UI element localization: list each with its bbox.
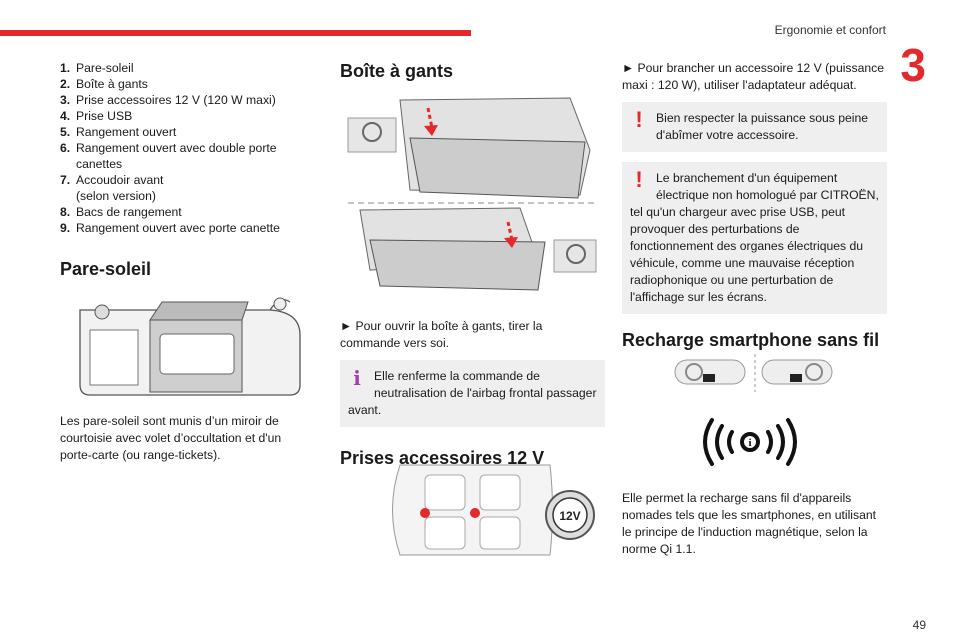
column-2: Boîte à gants [340, 60, 605, 82]
glovebox-heading: Boîte à gants [340, 61, 454, 81]
column-3: ► Pour brancher un accessoire 12 V (puis… [622, 60, 887, 352]
svg-text:i: i [748, 437, 751, 449]
socket-label: 12V [559, 509, 580, 523]
column-1: 1.Pare-soleil 2.Boîte à gants 3.Prise ac… [60, 60, 310, 280]
wireless-illustration: i [674, 354, 833, 466]
sunvisor-heading: Pare-soleil [60, 259, 152, 279]
component-list: 1.Pare-soleil 2.Boîte à gants 3.Prise ac… [60, 60, 310, 236]
sunvisor-illustration [79, 297, 301, 396]
list-item: 5.Rangement ouvert [60, 125, 177, 139]
wireless-description: Elle permet la recharge sans fil d'appar… [622, 491, 877, 556]
warning-note-equipment: ! Le branchement d'un équipement électri… [622, 162, 887, 314]
sockets-heading: Prises accessoires 12 V [340, 448, 545, 468]
wireless-heading: Recharge smartphone sans fil [622, 330, 880, 350]
chapter-number: 3 [900, 39, 926, 91]
warning-icon: ! [635, 167, 643, 192]
warning-note-power: ! Bien respecter la puissance sous peine… [622, 102, 887, 152]
socket-illustration: 12V [392, 464, 595, 556]
list-item: 6.Rangement ouvert avec double porte can… [60, 141, 277, 171]
glovebox-illustration [347, 97, 598, 291]
list-item: 4.Prise USB [60, 109, 133, 123]
list-item: 8.Bacs de rangement [60, 205, 182, 219]
info-icon: i [353, 366, 361, 390]
section-title: Ergonomie et confort [774, 23, 886, 37]
wireless-charging-icon [703, 418, 797, 466]
sunvisor-description: Les pare-soleil sont munis d’un miroir d… [60, 414, 282, 462]
list-item: 1.Pare-soleil [60, 61, 134, 75]
list-item: 2.Boîte à gants [60, 77, 148, 91]
glovebox-section: ► Pour ouvrir la boîte à gants, tirer la… [340, 318, 605, 469]
page-number: 49 [912, 618, 926, 632]
header-accent-bar [0, 30, 471, 36]
list-item: 7.Accoudoir avant (selon version) [60, 173, 164, 203]
list-item: 9.Rangement ouvert avec porte canette [60, 221, 280, 235]
list-item: 3.Prise accessoires 12 V (120 W maxi) [60, 93, 276, 107]
info-note: i Elle renferme la commande de neutralis… [340, 360, 605, 427]
warning-icon: ! [635, 107, 643, 132]
